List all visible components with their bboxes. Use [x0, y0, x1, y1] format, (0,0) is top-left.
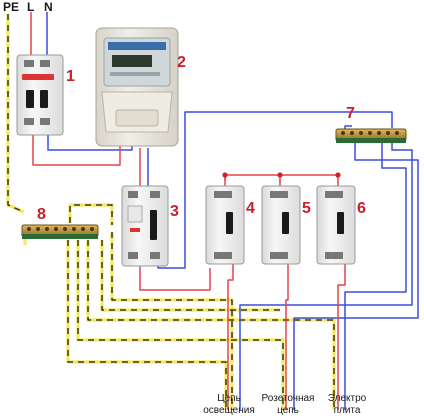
rail-label-n: N	[44, 0, 53, 14]
neutral-busbar	[335, 128, 407, 143]
label-5: 5	[302, 200, 311, 217]
rail-label-l: L	[27, 0, 35, 14]
junction-dots	[222, 172, 341, 178]
circuit-lighting-line1: Цепь	[217, 393, 241, 404]
circuit-sockets: Розеточная цепь	[256, 393, 320, 417]
neutral-wires	[46, 12, 419, 410]
circuit-sockets-line2: цепь	[277, 405, 299, 416]
label-3: 3	[170, 203, 179, 220]
breaker-stove	[316, 185, 356, 265]
label-6: 6	[357, 200, 366, 217]
label-1: 1	[66, 68, 75, 85]
breaker-lighting	[205, 185, 245, 265]
label-7: 7	[346, 105, 355, 122]
ground-wires	[6, 14, 336, 410]
label-8: 8	[37, 206, 46, 223]
circuit-stove-line2: плита	[333, 405, 361, 416]
circuit-lighting-line2: освещения	[203, 405, 255, 416]
circuit-stove: Электро плита	[322, 393, 372, 417]
breaker-sockets	[261, 185, 301, 265]
energy-meter	[95, 27, 179, 147]
rcd	[121, 185, 169, 267]
circuit-lighting: Цепь освещения	[200, 393, 258, 417]
label-2: 2	[177, 54, 186, 71]
label-4: 4	[246, 200, 255, 217]
ground-busbar	[21, 224, 99, 239]
circuit-stove-line1: Электро	[327, 393, 367, 404]
circuit-sockets-line1: Розеточная	[261, 393, 315, 404]
main-breaker	[16, 54, 64, 136]
rail-label-pe: PE	[3, 0, 20, 14]
